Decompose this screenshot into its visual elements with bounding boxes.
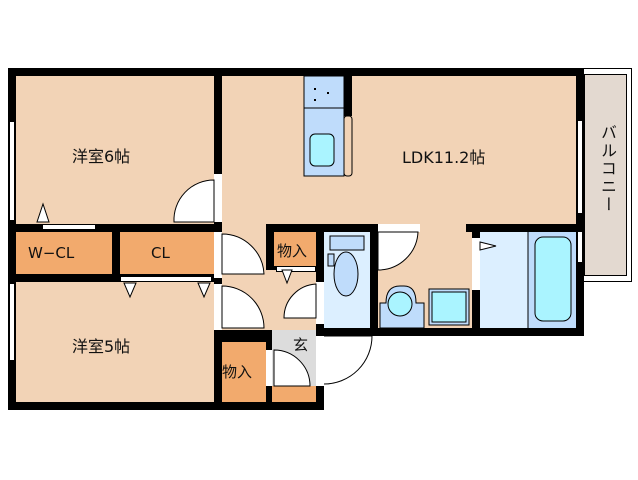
kitchen-stove xyxy=(303,75,345,109)
door-gap-hall1 xyxy=(214,232,222,278)
door-swing-washroom xyxy=(377,231,419,271)
window-western-6 xyxy=(9,122,15,220)
door-swing-hall1 xyxy=(221,233,265,275)
bath-door-marker xyxy=(479,241,497,251)
wall-left xyxy=(8,68,16,410)
door-gap-washroom xyxy=(378,224,420,232)
storage-upper xyxy=(274,232,316,270)
door-swing-toilet xyxy=(283,283,317,319)
label-ldk: LDK11.2帖 xyxy=(402,148,486,167)
kitchen-partition xyxy=(343,115,353,177)
toilet-bowl xyxy=(333,251,359,297)
wall-toilet-right xyxy=(370,224,378,336)
label-wcl: W−CL xyxy=(28,244,75,262)
window-ldk xyxy=(577,121,583,213)
window-bath xyxy=(577,232,583,262)
closet-marker-cl1 xyxy=(123,282,137,299)
door-swing-western6 xyxy=(173,179,215,223)
label-storage-upper: 物入 xyxy=(277,242,308,260)
wall-entrance-top xyxy=(214,330,272,342)
bathtub xyxy=(534,236,572,322)
door-gap-ldk xyxy=(420,224,466,232)
wall-bottom-left xyxy=(8,402,324,410)
door-swing-entrance-inner xyxy=(273,349,311,387)
door-gap-toilet xyxy=(316,282,324,324)
wall-storage-left xyxy=(266,224,274,270)
door-gap-western6 xyxy=(214,174,222,222)
wall-kitchen-stub xyxy=(344,76,352,116)
closet-door-cl[interactable] xyxy=(120,276,212,282)
door-gap-storage xyxy=(276,266,316,272)
window-western-5 xyxy=(9,284,15,360)
closet-door-wcl[interactable] xyxy=(42,224,96,230)
toilet-tank xyxy=(329,235,365,251)
door-gap-western5 xyxy=(214,284,222,330)
door-swing-western5 xyxy=(221,285,265,329)
walk-in-closet xyxy=(16,232,112,274)
door-gap-entrance xyxy=(316,336,324,386)
room-ldk xyxy=(222,76,576,224)
shoe-box xyxy=(272,386,316,402)
label-western-5: 洋室5帖 xyxy=(72,337,131,356)
door-swing-front xyxy=(323,335,373,385)
closet xyxy=(120,232,214,274)
label-entrance: 玄 xyxy=(293,336,309,354)
door-gap-bath xyxy=(472,238,480,290)
wall-toilet-bottom xyxy=(316,328,378,336)
storage-marker xyxy=(281,269,293,285)
label-balcony: バルコニー xyxy=(598,124,617,214)
door-gap-storage2 xyxy=(266,350,272,386)
wall-top xyxy=(8,68,584,76)
closet-marker-cl2 xyxy=(197,282,211,299)
kitchen-sink xyxy=(309,133,335,167)
balcony-inner xyxy=(584,74,627,276)
wall-closet-divider xyxy=(112,224,120,282)
label-storage-lower: 物入 xyxy=(222,363,253,381)
room-western-5 xyxy=(16,282,214,402)
storage-lower xyxy=(222,342,266,402)
label-western-6: 洋室6帖 xyxy=(72,147,131,166)
label-cl: CL xyxy=(151,244,170,262)
closet-marker-wcl xyxy=(36,202,50,223)
